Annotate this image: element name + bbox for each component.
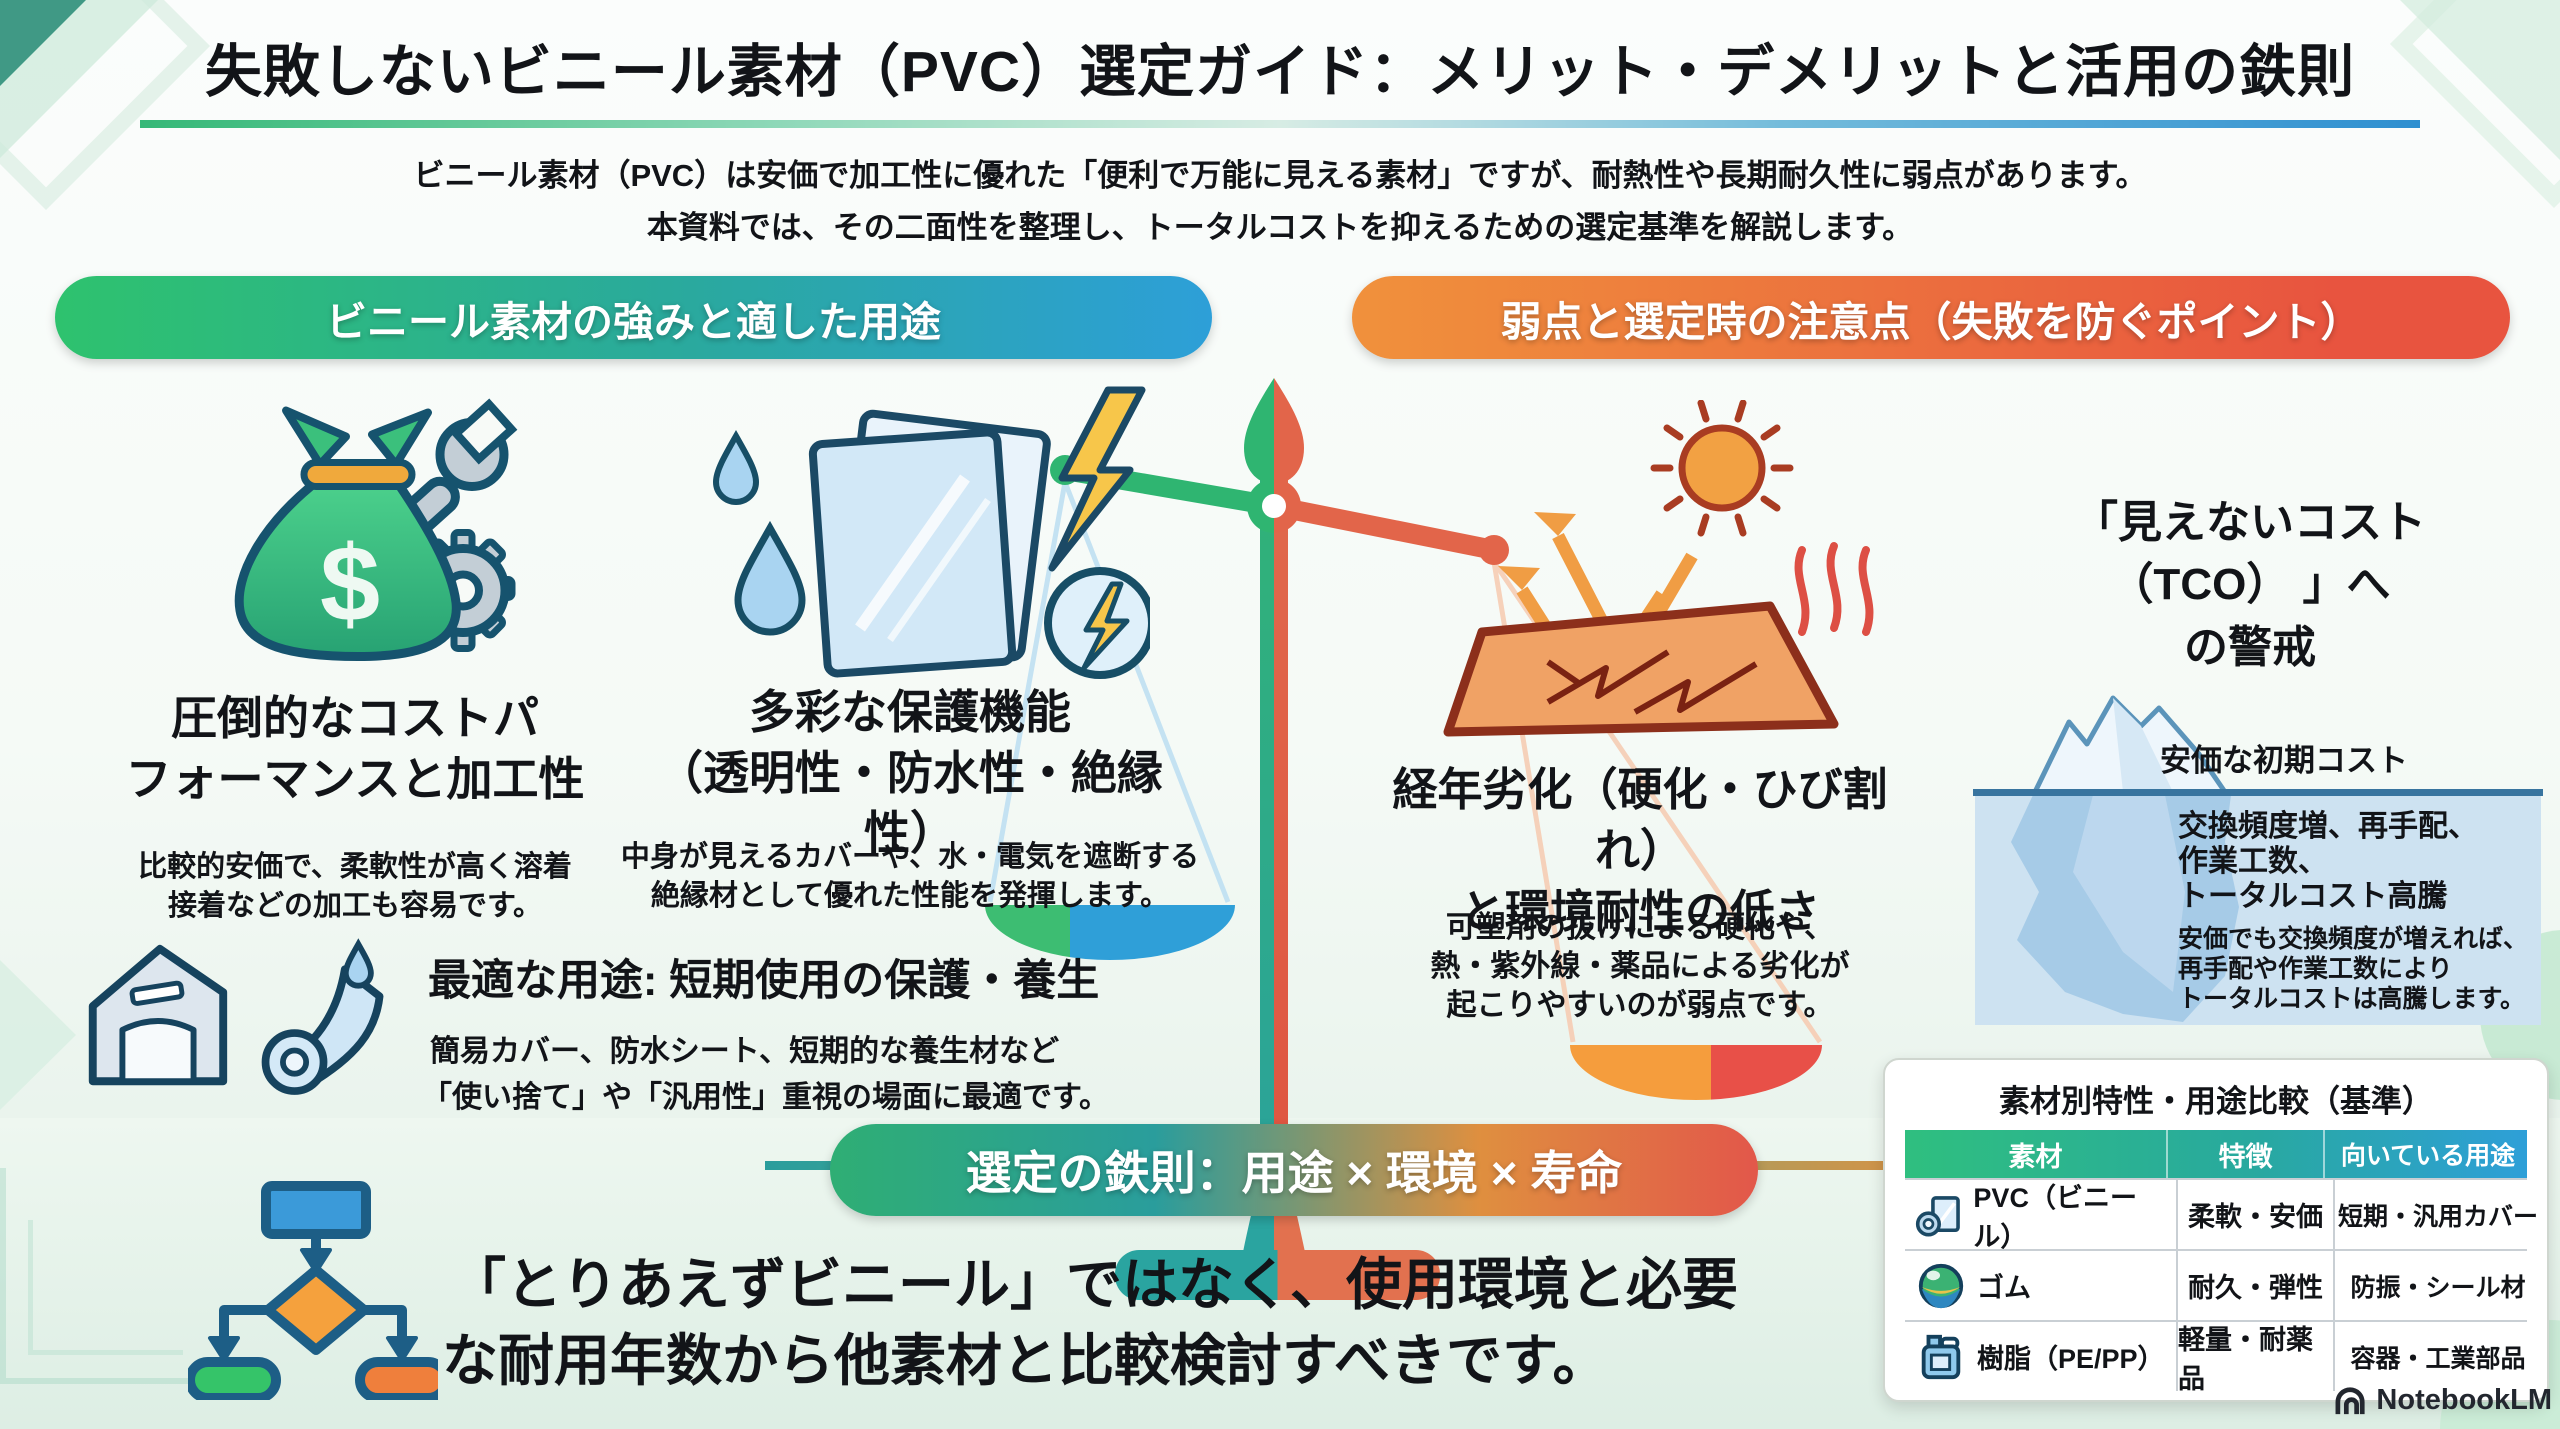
heat-waves	[1794, 542, 1874, 636]
tco-title-line1: 「見えないコスト	[2074, 498, 2426, 547]
brand-footer: NotebookLM	[2300, 1384, 2552, 1417]
corner-decoration-bottom-left-inner	[28, 1220, 183, 1355]
tco-hidden-line3: トータルコスト高騰	[2178, 879, 2448, 913]
protection-body: 中身が見えるカバーや、水・電気を遮断する 絶縁材として優れた性能を発揮します。	[590, 838, 1230, 916]
clear-sheet-waterdrop-lightning-icon	[712, 386, 1150, 679]
table-cell-feature: 耐久・弾性	[2176, 1251, 2333, 1320]
notebooklm-icon	[2335, 1386, 2365, 1414]
tco-note-line1: 安価でも交換頻度が増えれば、	[2178, 925, 2529, 953]
tent-garage-icon	[88, 944, 228, 1086]
film-roll-icon	[1915, 1195, 1960, 1237]
sheet-roll-waterdrop-icon	[261, 938, 384, 1095]
aging-body-line3: 起こりやすいのが弱点です。	[1446, 989, 1834, 1022]
tco-note: 安価でも交換頻度が増えれば、 再手配や作業工数により トータルコストは高騰します…	[2178, 924, 2538, 1014]
best-use-body-line1: 簡易カバー、防水シート、短期的な養生材など	[430, 1035, 1060, 1068]
cost-performance-body: 比較的安価で、柔軟性が高く溶着 接着などの加工も容易です。	[75, 848, 635, 926]
table-cell-feature: 柔軟・安価	[2176, 1180, 2333, 1249]
cracked-sheet	[1443, 601, 1839, 737]
waterdrop-icon	[342, 938, 374, 989]
waterline	[1973, 789, 2543, 796]
rule-banner: 選定の鉄則：用途 × 環境 × 寿命	[830, 1124, 1758, 1216]
table-cell-use: 容器・工業部品	[2333, 1322, 2541, 1391]
table-title: 素材別特性・用途比較（基準）	[1999, 1084, 2433, 1119]
arrowhead	[1498, 566, 1540, 590]
lightning-icon	[1048, 386, 1146, 572]
table-cell-use: 短期・汎用カバー	[2333, 1180, 2541, 1249]
aging-title-line2: と環境耐性の低さ	[1459, 885, 1820, 937]
scale-pointer	[1244, 378, 1304, 484]
table-cell-use: 防振・シール材	[2333, 1251, 2541, 1320]
conclusion-line1: 「とりあえずビニール」ではなく、使用環境と必要	[450, 1253, 1738, 1316]
lightning-icon-small	[1081, 581, 1130, 671]
conclusion-line2: な耐用年数から他素材と比較検討すべきです。	[442, 1329, 1609, 1392]
protection-body-line1: 中身が見えるカバーや、水・電気を遮断する	[620, 841, 1200, 873]
waterdrop-icon-large	[734, 520, 806, 636]
material-comparison-card: 素材別特性・用途比較（基準） 素材 特徴 向いている用途 PVC（ビニール） 柔	[1883, 1058, 2549, 1402]
table-cell-feature: 軽量・耐薬品	[2176, 1322, 2333, 1394]
waterdrop-icon-small	[712, 429, 760, 505]
best-use-title: 最適な用途: 短期使用の保護・養生	[428, 957, 1100, 1005]
cost-performance-title: 圧倒的なコストパ フォーマンスと加工性	[85, 688, 625, 809]
rubber-ball-icon	[1918, 1263, 1964, 1308]
table-cell-material: ゴム	[1977, 1273, 2031, 1303]
table-row-pvc: PVC（ビニール） 柔軟・安価 短期・汎用カバー	[1905, 1178, 2538, 1252]
cost-body-line1: 比較的安価で、柔軟性が高く溶着	[138, 851, 572, 883]
aging-body-line1: 可塑剤の抜けによる硬化や、	[1445, 911, 1835, 944]
flowchart-icon	[188, 1181, 438, 1400]
strengths-banner: ビニール素材の強みと適した用途	[55, 276, 1212, 359]
table-cell-material: 樹脂（PE/PP）	[1977, 1344, 2165, 1374]
page-title: 失敗しないビニール素材（PVC）選定ガイド：メリット・デメリットと活用の鉄則	[204, 40, 2356, 104]
aging-body: 可塑剤の抜けによる硬化や、 熱・紫外線・薬品による劣化が 起こりやすいのが弱点で…	[1395, 908, 1885, 1025]
tco-surface-label: 安価な初期コスト	[2160, 743, 2408, 778]
table-row-resin: 樹脂（PE/PP） 軽量・耐薬品 容器・工業部品	[1905, 1320, 2527, 1394]
protection-body-line2: 絶縁材として優れた性能を発揮します。	[650, 879, 1170, 912]
brand-name: NotebookLM	[2376, 1384, 2552, 1416]
cost-title-line1: 圧倒的なコストパ	[171, 692, 539, 744]
protection-title: 多彩な保護機能 （透明性・防水性・絶縁性）	[630, 682, 1190, 864]
material-comparison-table: 素材 特徴 向いている用途 PVC（ビニール） 柔軟・安価 短期・汎用カバー	[1905, 1130, 2538, 1394]
scale-right-pan	[1570, 1045, 1822, 1100]
tco-hidden-line2: 作業工数、	[2178, 844, 2328, 878]
sun-uv-cracked-sheet-icon	[1443, 400, 1874, 737]
aging-title: 経年劣化（硬化・ひび割れ） と環境耐性の低さ	[1385, 760, 1895, 942]
cost-title-line2: フォーマンスと加工性	[125, 752, 585, 805]
money-bag-wrench-gear-icon: $	[234, 398, 518, 662]
table-header-feature: 特徴	[2166, 1130, 2323, 1178]
jerry-can-icon	[1921, 1334, 1961, 1379]
arrowhead	[1534, 512, 1576, 536]
tco-hidden-line1: 交換頻度増、再手配、	[2178, 810, 2478, 843]
sun-icon	[1650, 400, 1794, 537]
tco-hidden-costs: 交換頻度増、再手配、 作業工数、 トータルコスト高騰	[2178, 810, 2538, 914]
subtitle-line2: 本資料では、その二面性を整理し、トータルコストを抑えるための選定基準を解説します…	[646, 210, 1914, 245]
edge-decoration-mid-left	[0, 960, 76, 1110]
money-bag-shape: $	[234, 406, 461, 662]
iceberg-icon	[1973, 695, 2543, 1025]
scale-left-pan	[985, 905, 1235, 960]
tco-title: 「見えないコスト （TCO） 」へ の警戒	[2000, 492, 2500, 679]
weaknesses-banner: 弱点と選定時の注意点（失敗を防ぐポイント）	[1352, 276, 2510, 359]
tco-title-line2: （TCO） 」へ	[2109, 560, 2391, 610]
protection-title-line1: 多彩な保護機能	[749, 686, 1071, 738]
svg-text:$: $	[320, 523, 380, 644]
best-use-body-line2: 「使い捨て」や「汎用性」重視の場面に最適です。	[422, 1081, 1109, 1114]
tco-title-line3: の警戒	[2184, 622, 2316, 672]
subtitle-line1: ビニール素材（PVC）は安価で加工性に優れた「便利で万能に見える素材」ですが、耐…	[413, 158, 2147, 193]
table-header-use: 向いている用途	[2323, 1130, 2531, 1178]
table-header-row: 素材 特徴 向いている用途	[1905, 1130, 2527, 1178]
title-underline	[140, 120, 2420, 128]
aging-title-line1: 経年劣化（硬化・ひび割れ）	[1392, 764, 1888, 876]
table-header-material: 素材	[2008, 1141, 2063, 1172]
tco-note-line2: 再手配や作業工数により	[2178, 955, 2453, 983]
table-row-rubber: ゴム 耐久・弾性 防振・シール材	[1905, 1249, 2527, 1320]
cost-body-line2: 接着などの加工も容易です。	[167, 889, 543, 922]
protection-title-line2: （透明性・防水性・絶縁性）	[657, 746, 1163, 860]
aging-body-line2: 熱・紫外線・薬品による劣化が	[1430, 950, 1850, 983]
tco-note-line3: トータルコストは高騰します。	[2178, 985, 2526, 1013]
table-cell-material: PVC（ビニール）	[1973, 1182, 2137, 1252]
